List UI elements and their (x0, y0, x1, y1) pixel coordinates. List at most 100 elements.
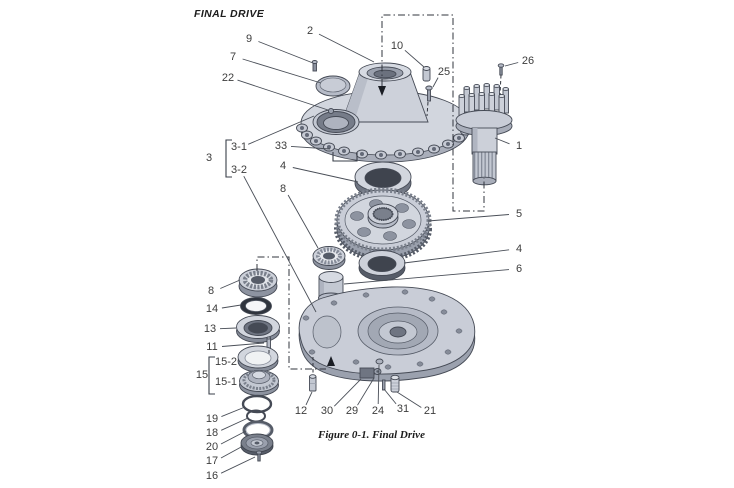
leader-line-2 (318, 33, 375, 63)
callout-5: 5 (515, 208, 523, 220)
callout-33: 33 (274, 140, 288, 152)
callout-26: 26 (521, 55, 535, 67)
leader-line-4 (403, 249, 510, 264)
callout-25: 25 (437, 66, 451, 78)
part-screw-16 (255, 450, 263, 462)
leader-line-10 (404, 49, 425, 68)
part-oring-19 (241, 394, 273, 414)
housing-bolt-holes (302, 289, 463, 370)
callout-9: 9 (245, 33, 253, 45)
leader-line-26 (504, 62, 519, 67)
part-screw-26 (497, 63, 505, 76)
leader-line-33 (290, 145, 331, 150)
assembly-axis-lines (256, 14, 502, 375)
callout-2: 2 (306, 25, 314, 37)
callout-8: 8 (207, 285, 215, 297)
part-cover-plate (315, 75, 351, 97)
leader-line-19 (221, 406, 246, 418)
leader-line-1 (494, 137, 510, 145)
leader-line-9 (258, 41, 314, 64)
callout-3-2: 3-2 (231, 164, 247, 176)
part-race-15-2 (237, 345, 279, 373)
leader-line-6 (343, 269, 510, 285)
callout-3: 3 (205, 152, 213, 164)
arrow-up-icon (327, 356, 335, 366)
leader-lines (219, 33, 519, 474)
part-stud-21 (390, 374, 400, 393)
part-bearing-inner (312, 246, 346, 270)
callout-3-1: 3-1 (231, 141, 247, 153)
leader-line-30 (333, 378, 362, 407)
callout-13: 13 (203, 323, 217, 335)
leader-line-16 (220, 456, 256, 474)
part-cap-17 (240, 433, 274, 456)
leader-line-21 (396, 391, 422, 408)
leader-line-8 (220, 279, 241, 289)
callout-15-2: 15-2 (214, 356, 238, 368)
callout-7: 7 (229, 51, 237, 63)
part-seal (240, 297, 272, 315)
callout-19: 19 (205, 413, 219, 425)
part-drive-shaft (455, 82, 513, 186)
leader-line-4 (292, 167, 359, 183)
part-ring-13 (236, 315, 280, 343)
callout-29: 29 (345, 405, 359, 417)
leader-line-24 (377, 364, 380, 405)
leader-line-31 (383, 388, 397, 405)
callout-11: 11 (206, 341, 218, 353)
part-bearing-15-1 (239, 370, 279, 396)
callout-24: 24 (371, 405, 385, 417)
callout-15: 15 (195, 369, 209, 381)
part-pin-22 (327, 107, 335, 115)
callout-12: 12 (294, 405, 308, 417)
arrow-down-icon (378, 86, 386, 96)
figure-caption: Figure 0-1. Final Drive (318, 429, 425, 441)
callout-16: 16 (205, 470, 219, 482)
callout-20: 20 (205, 441, 219, 453)
leader-line-5 (427, 214, 510, 222)
leader-line-3-2 (243, 175, 317, 313)
callout-31: 31 (396, 403, 410, 415)
leader-line-3-1 (248, 115, 315, 145)
part-pin-12 (309, 374, 317, 392)
callout-10: 10 (390, 40, 404, 52)
leader-line-20 (220, 430, 247, 445)
leader-line-7 (242, 58, 322, 84)
callout-18: 18 (205, 427, 219, 439)
leader-line-25 (432, 77, 439, 88)
part-bolt-29 (373, 368, 382, 375)
leader-line-14 (221, 304, 242, 309)
callout-8: 8 (279, 183, 287, 195)
part-bearing-race-upper (354, 161, 412, 199)
leader-line-11 (221, 342, 265, 347)
group-brackets (208, 139, 358, 395)
part-block-30 (359, 367, 375, 379)
part-pin-31 (382, 379, 386, 391)
callout-4: 4 (515, 243, 523, 255)
part-bearing-race-lower (358, 250, 406, 281)
leader-line-22 (237, 79, 329, 111)
leader-line-17 (220, 445, 244, 459)
callout-22: 22 (221, 72, 235, 84)
leader-line-29 (357, 377, 375, 406)
part-gear (334, 187, 432, 262)
callout-6: 6 (515, 263, 523, 275)
part-bolt-25 (425, 85, 433, 102)
leader-line-8 (287, 194, 319, 249)
wheel-studs (458, 82, 509, 122)
leader-line-13 (219, 327, 237, 330)
part-screw-9 (311, 60, 318, 72)
callout-4: 4 (279, 160, 287, 172)
callout-14: 14 (205, 303, 219, 315)
callout-21: 21 (423, 405, 437, 417)
part-plug-24 (375, 358, 384, 365)
callout-30: 30 (320, 405, 334, 417)
part-pin-10 (422, 66, 431, 82)
part-bearing-left (238, 268, 278, 298)
part-gear-housing (298, 286, 476, 382)
callout-15-1: 15-1 (214, 376, 238, 388)
leader-line-12 (305, 391, 313, 406)
callout-17: 17 (205, 455, 219, 467)
